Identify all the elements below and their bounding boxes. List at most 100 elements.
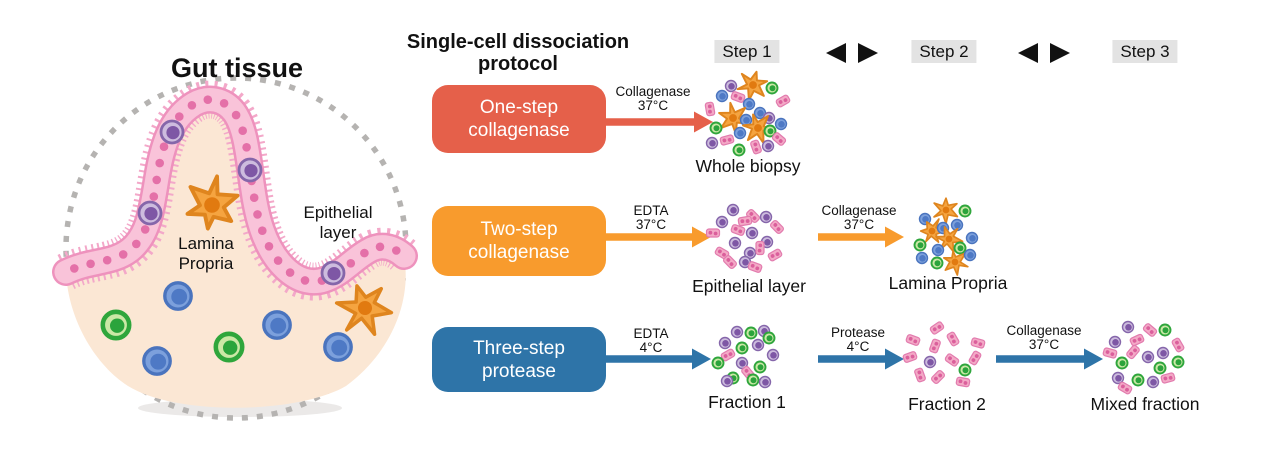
cell-blue — [323, 332, 353, 362]
cell-pink — [730, 224, 746, 236]
cell-pink — [968, 350, 982, 366]
cell-green — [1131, 373, 1145, 387]
cell-pink — [737, 215, 753, 227]
cell-pink — [719, 134, 735, 146]
step-nav-forward-icon — [858, 43, 878, 63]
cell-purple — [1121, 320, 1135, 334]
epithelial-cell-nucleus — [249, 193, 259, 202]
tissue-cells — [100, 119, 394, 376]
cell-blue — [739, 113, 753, 127]
cell-purple — [720, 374, 734, 388]
cell-pink — [1129, 333, 1145, 347]
step-2-chip: Step 2 — [911, 40, 977, 63]
cell-purple — [761, 139, 775, 153]
cell-purple — [320, 260, 346, 286]
cell-pink — [946, 331, 960, 347]
step-nav-back-icon — [826, 43, 846, 63]
fraction-1-caption: Fraction 1 — [708, 392, 786, 412]
cell-green — [765, 81, 779, 95]
cell-purple — [758, 375, 772, 389]
cell-green — [753, 360, 767, 374]
epithelial-cell-nucleus — [273, 256, 283, 265]
cell-purple — [726, 203, 740, 217]
cell-purple — [738, 255, 752, 269]
cell-purple — [137, 200, 163, 226]
cell-green — [1115, 356, 1129, 370]
reagent-edta-4-row3: EDTA 4°C — [633, 326, 669, 355]
cell-purple — [759, 210, 773, 224]
epithelial-cell-nucleus — [86, 259, 95, 269]
cell-green — [763, 124, 777, 138]
cell-purple — [705, 136, 719, 150]
cell-green — [213, 331, 245, 363]
epithelial-cell-nucleus — [300, 276, 310, 285]
cell-purple — [1108, 335, 1122, 349]
lamina-propria-label: Lamina Propria — [178, 234, 234, 273]
cell-pink — [714, 246, 730, 260]
step-nav-back-icon — [1018, 43, 1038, 63]
cell-pink — [1171, 337, 1185, 353]
cell-green — [746, 373, 760, 387]
cell-green — [1171, 355, 1185, 369]
cell-green — [100, 309, 132, 341]
cell-pink — [755, 240, 765, 256]
epithelial-cell-nucleus — [203, 95, 213, 104]
reagent-collagenase-37-row2: Collagenase 37°C — [821, 203, 897, 232]
cell-pink — [767, 248, 783, 262]
epithelial-cell-nucleus — [264, 242, 274, 251]
step-3-chip: Step 3 — [1112, 40, 1178, 63]
gut-tissue-title: Gut tissue — [170, 53, 304, 83]
cell-blue — [262, 310, 292, 340]
epithelial-layer-caption: Epithelial layer — [692, 276, 806, 296]
cell-blue — [163, 281, 193, 311]
arrow-collagenase-row1 — [606, 111, 713, 133]
epithelial-layer-label: Epithelial layer — [303, 203, 373, 242]
epithelial-cell-nucleus — [258, 226, 267, 235]
cell-purple — [1156, 346, 1170, 360]
cell-green — [1153, 361, 1167, 375]
whole-biopsy-caption: Whole biopsy — [695, 156, 801, 176]
cell-purple — [923, 355, 937, 369]
epithelial-cell-nucleus — [152, 175, 161, 185]
cluster-whole_biopsy — [704, 70, 791, 157]
cell-pink — [929, 321, 945, 335]
cell-blue — [915, 251, 929, 265]
epithelial-cell-nucleus — [70, 264, 79, 273]
cell-green — [709, 121, 723, 135]
cell-purple — [1141, 350, 1155, 364]
cluster-lamina — [913, 197, 979, 276]
arrow-edta-row3 — [606, 348, 711, 370]
epithelial-cell-nucleus — [102, 255, 112, 265]
cell-pink — [1102, 347, 1118, 359]
cell-pink — [775, 94, 791, 108]
cell-pink — [704, 101, 716, 117]
cell-pink — [931, 370, 945, 384]
cell-purple — [718, 336, 732, 350]
one-step-collagenase-box: One-step collagenase — [432, 85, 606, 153]
cell-blue — [963, 248, 977, 262]
cell-star — [943, 250, 969, 276]
cell-pink — [970, 337, 986, 349]
cell-purple — [743, 246, 757, 260]
cell-blue — [753, 106, 767, 120]
reagent-edta-37-row2: EDTA 37°C — [633, 203, 669, 232]
epithelial-cell-nucleus — [375, 242, 385, 252]
epithelial-cell-nucleus — [346, 259, 356, 268]
cell-green — [953, 241, 967, 255]
epithelial-cell-nucleus — [392, 246, 401, 255]
cell-purple — [237, 157, 263, 183]
arrow-protease-row3 — [818, 348, 904, 370]
fraction-2-caption: Fraction 2 — [908, 394, 986, 414]
cluster-fraction2 — [902, 321, 986, 388]
arrow-collagenase-row3 — [996, 348, 1103, 370]
cell-green — [744, 326, 758, 340]
three-step-protease-box: Three-step protease — [432, 327, 606, 392]
cell-pink — [771, 132, 787, 146]
cell-pink — [770, 220, 784, 234]
cell-green — [732, 143, 746, 157]
epithelial-cell-nucleus — [132, 239, 141, 249]
cell-purple — [735, 356, 749, 370]
cell-blue — [774, 117, 788, 131]
